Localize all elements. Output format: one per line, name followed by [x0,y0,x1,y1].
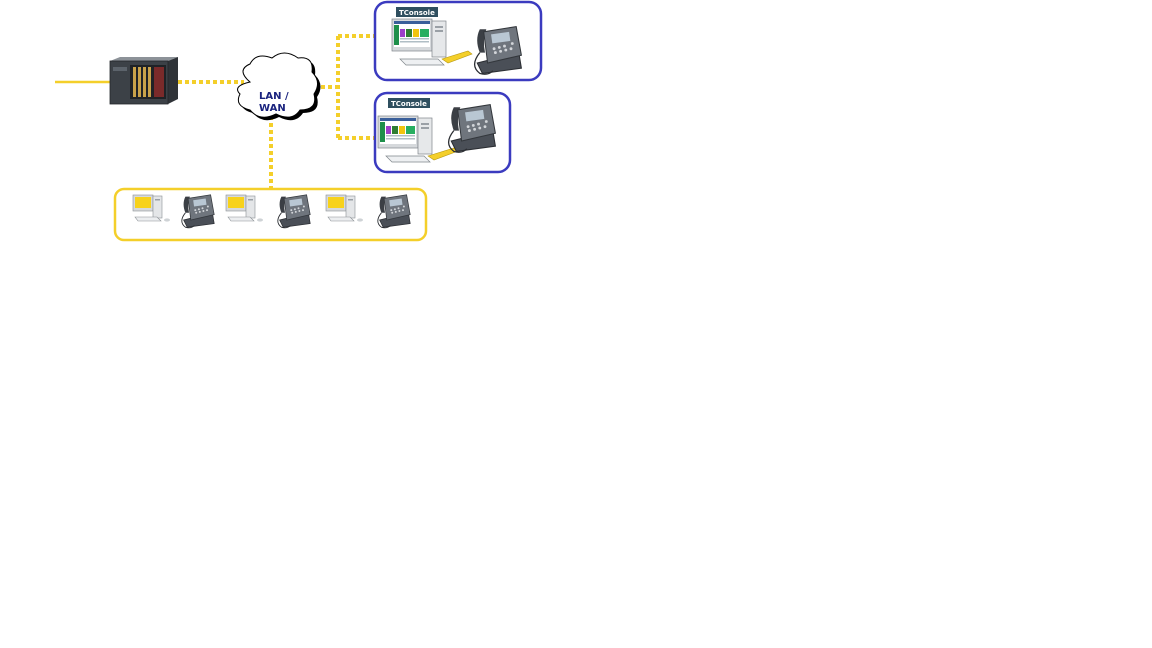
ip-phone-icon [377,194,411,229]
console-badge-2 [388,98,430,108]
ip-phone-icon [277,194,311,229]
ip-phone-icon [473,25,523,75]
pbx-server-icon [109,57,178,105]
console-station-1: TConsole [373,0,543,82]
network-cloud-icon: LAN / WAN [237,52,321,121]
console-badge-2-text: TConsole [391,100,427,108]
cloud-label-line1: LAN / [259,91,289,102]
ip-phone-icon [181,194,215,229]
ip-phone-icon [447,103,497,153]
console-badge-1 [396,7,438,17]
console-badge-1-text: TConsole [399,9,435,17]
endpoint-group [113,187,428,242]
cloud-label-line2: WAN [259,103,286,114]
console-station-2: TConsole [373,91,512,174]
